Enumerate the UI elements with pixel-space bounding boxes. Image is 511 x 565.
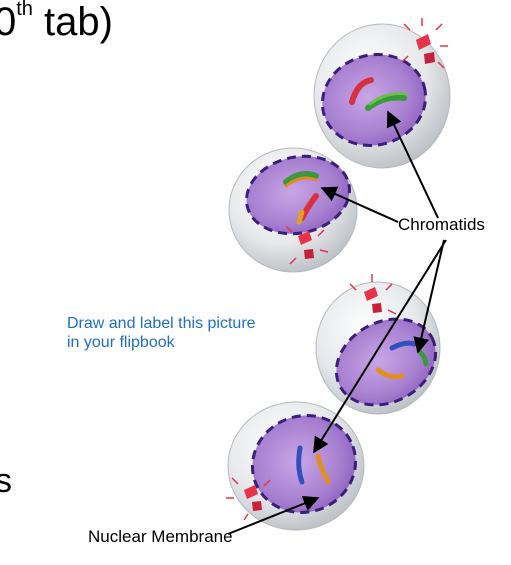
cell-1 (312, 18, 450, 168)
cell-2 (229, 147, 357, 272)
chromatids-label: Chromatids (398, 215, 485, 235)
cell-4 (226, 401, 369, 530)
instruction-text: Draw and label this picture in your flip… (67, 314, 257, 352)
nuclear-membrane-label: Nuclear Membrane (88, 527, 233, 547)
